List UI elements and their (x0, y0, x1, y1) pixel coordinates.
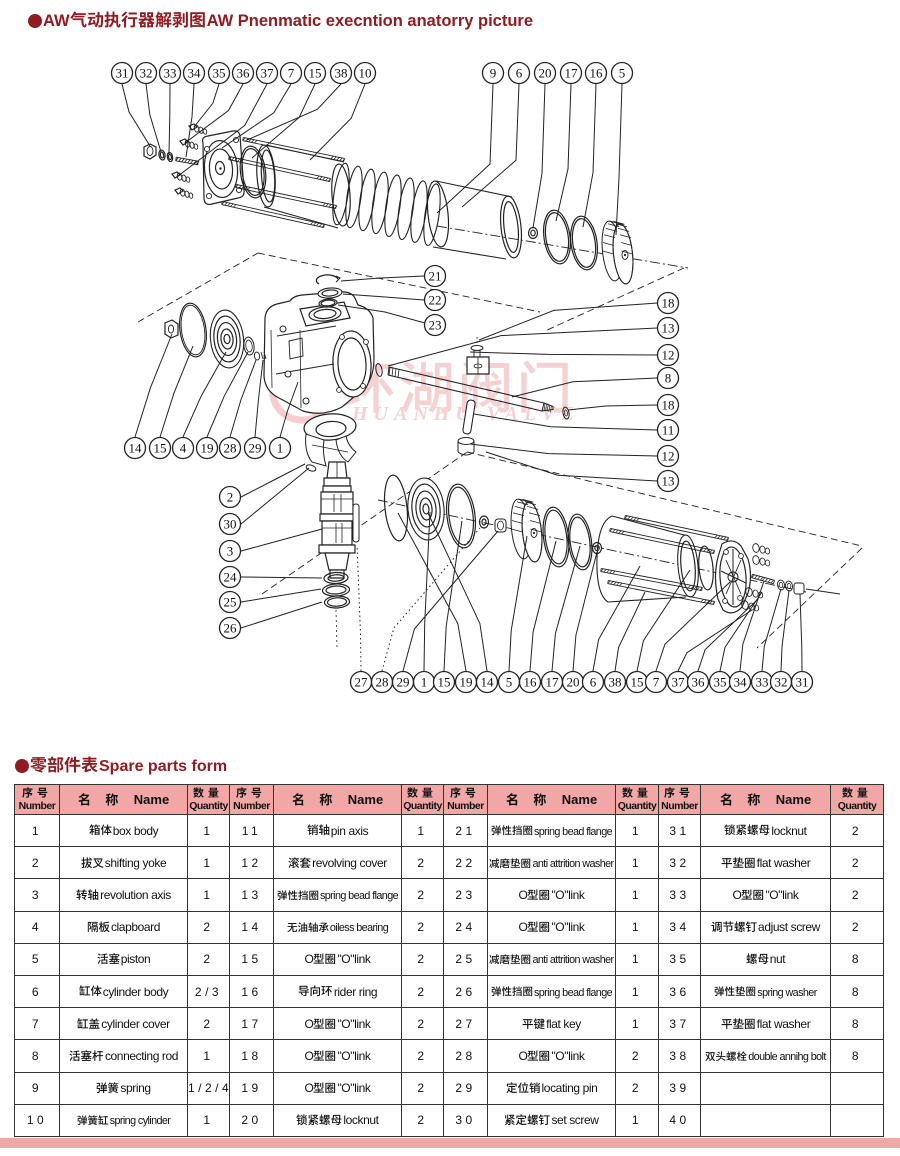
svg-text:7: 7 (653, 675, 660, 690)
svg-text:37: 37 (672, 675, 686, 690)
svg-text:18: 18 (662, 296, 675, 311)
svg-text:10: 10 (359, 66, 372, 81)
svg-text:6: 6 (590, 675, 597, 690)
svg-text:6: 6 (516, 66, 523, 81)
svg-text:29: 29 (249, 441, 262, 456)
svg-text:1: 1 (421, 675, 428, 690)
svg-text:24: 24 (224, 570, 238, 585)
svg-text:34: 34 (188, 66, 202, 81)
svg-text:1: 1 (277, 441, 284, 456)
svg-text:36: 36 (237, 66, 251, 81)
svg-text:5: 5 (506, 675, 513, 690)
svg-text:37: 37 (261, 66, 275, 81)
svg-text:22: 22 (429, 293, 442, 308)
svg-text:11: 11 (662, 423, 675, 438)
svg-text:7: 7 (288, 66, 295, 81)
svg-text:8: 8 (665, 371, 672, 386)
svg-text:32: 32 (775, 675, 788, 690)
svg-text:14: 14 (129, 441, 143, 456)
svg-text:15: 15 (438, 675, 451, 690)
svg-text:21: 21 (429, 269, 442, 284)
svg-text:28: 28 (376, 675, 389, 690)
svg-text:15: 15 (631, 675, 644, 690)
svg-text:14: 14 (481, 675, 495, 690)
svg-text:33: 33 (756, 675, 769, 690)
svg-text:29: 29 (397, 675, 410, 690)
svg-text:36: 36 (692, 675, 706, 690)
svg-text:13: 13 (662, 321, 675, 336)
svg-text:31: 31 (796, 675, 809, 690)
svg-text:15: 15 (154, 441, 167, 456)
svg-text:25: 25 (224, 595, 237, 610)
svg-text:27: 27 (355, 675, 369, 690)
svg-text:38: 38 (335, 66, 348, 81)
svg-text:HUANHU VALVE: HUANHU VALVE (351, 403, 580, 425)
svg-text:20: 20 (539, 66, 552, 81)
svg-text:4: 4 (180, 441, 187, 456)
svg-text:30: 30 (224, 517, 237, 532)
svg-text:15: 15 (309, 66, 322, 81)
svg-text:31: 31 (116, 66, 129, 81)
svg-text:2: 2 (227, 490, 234, 505)
svg-text:17: 17 (546, 675, 560, 690)
svg-text:3: 3 (227, 544, 234, 559)
svg-text:12: 12 (662, 348, 675, 363)
svg-text:20: 20 (567, 675, 580, 690)
svg-text:34: 34 (734, 675, 748, 690)
svg-text:13: 13 (662, 474, 675, 489)
svg-text:35: 35 (714, 675, 727, 690)
svg-text:32: 32 (140, 66, 153, 81)
svg-text:28: 28 (224, 441, 237, 456)
svg-text:17: 17 (565, 66, 579, 81)
svg-text:26: 26 (224, 621, 238, 636)
svg-text:16: 16 (590, 66, 604, 81)
svg-text:19: 19 (201, 441, 214, 456)
svg-text:33: 33 (164, 66, 177, 81)
svg-text:5: 5 (619, 66, 626, 81)
svg-text:38: 38 (609, 675, 622, 690)
svg-text:18: 18 (662, 398, 675, 413)
svg-text:16: 16 (524, 675, 538, 690)
svg-text:23: 23 (429, 318, 442, 333)
svg-text:9: 9 (490, 66, 497, 81)
svg-text:19: 19 (460, 675, 473, 690)
svg-text:12: 12 (662, 449, 675, 464)
svg-text:35: 35 (213, 66, 226, 81)
